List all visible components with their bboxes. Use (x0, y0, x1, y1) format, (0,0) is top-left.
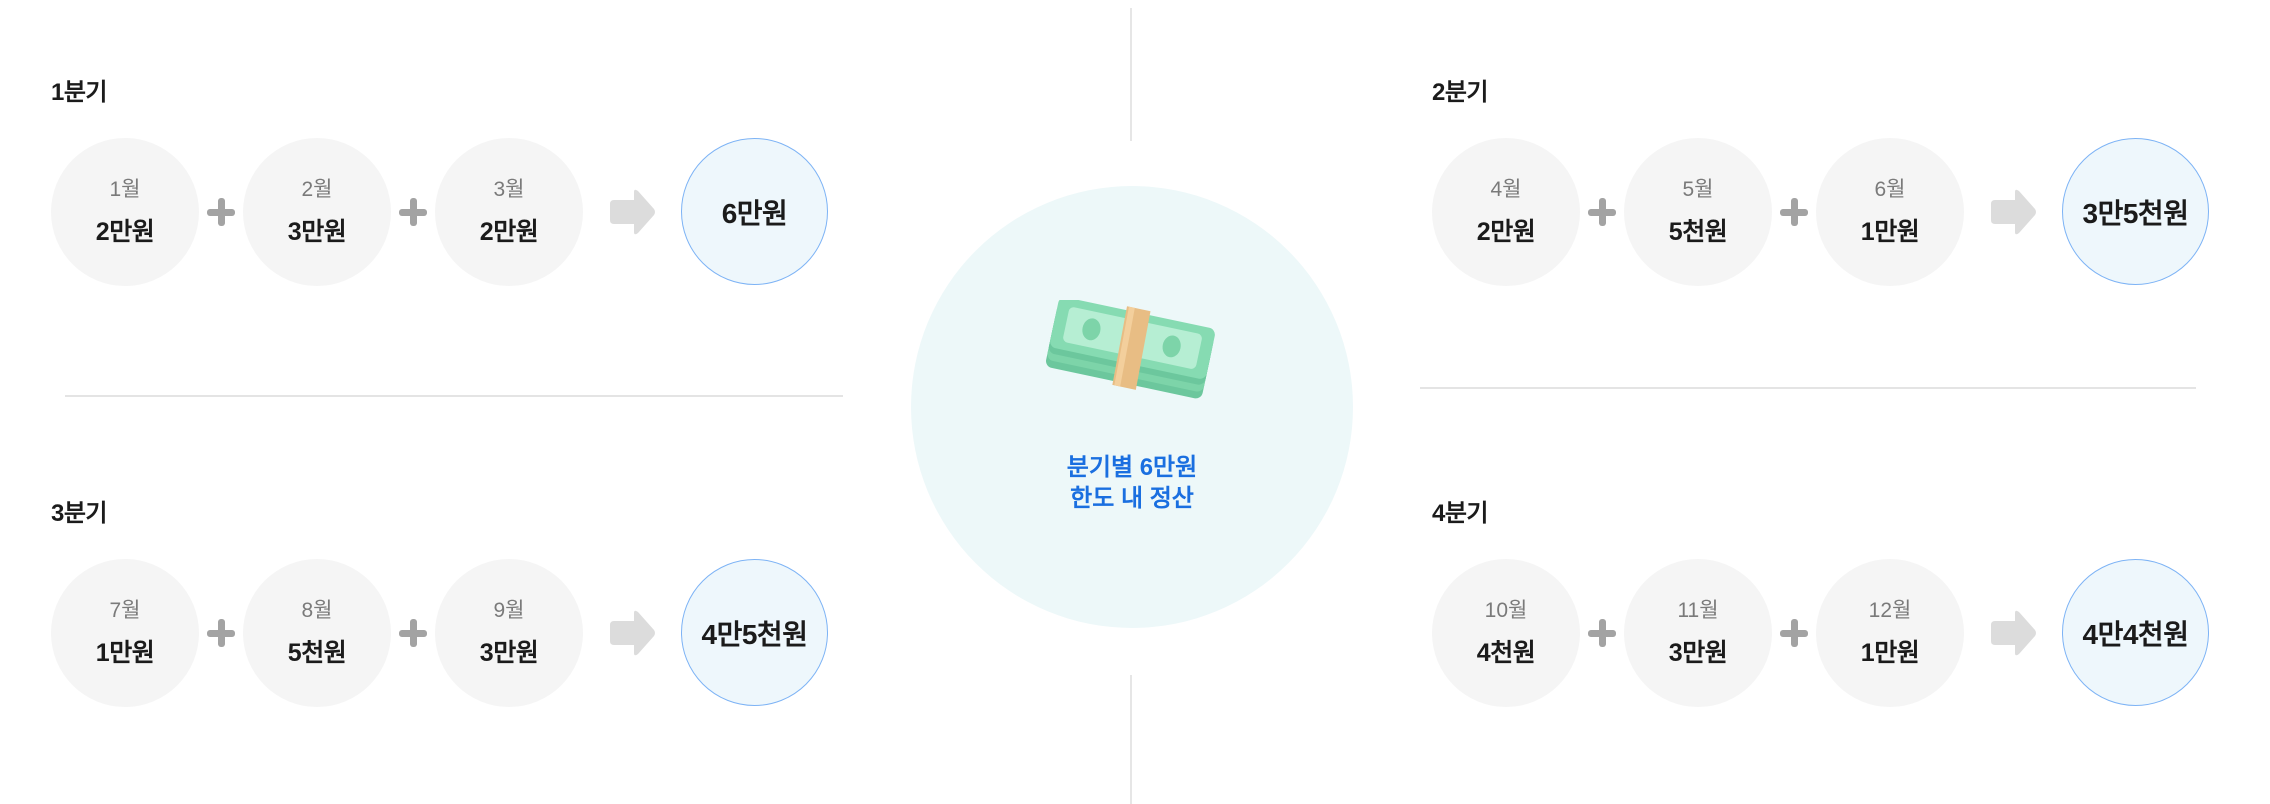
month-amount: 5천원 (287, 639, 347, 667)
plus-icon (399, 619, 427, 647)
divider-horizontal-right (1420, 387, 2196, 389)
month-label: 2월 (301, 178, 333, 201)
month-circle: 1월 2만원 (51, 138, 199, 286)
quarter-total-circle: 4만5천원 (681, 559, 828, 706)
center-summary-circle (911, 186, 1353, 628)
month-circle: 11월 3만원 (1624, 559, 1772, 707)
month-circle: 12월 1만원 (1816, 559, 1964, 707)
month-label: 4월 (1490, 178, 1522, 201)
month-circle: 5월 5천원 (1624, 138, 1772, 286)
month-circle: 10월 4천원 (1432, 559, 1580, 707)
month-label: 1월 (109, 178, 141, 201)
month-amount: 1만원 (95, 639, 155, 667)
month-amount: 2만원 (95, 218, 155, 246)
month-amount: 2만원 (1476, 218, 1536, 246)
plus-icon (1780, 619, 1808, 647)
quarter-title: 2분기 (1432, 79, 1489, 106)
month-label: 6월 (1874, 178, 1906, 201)
month-amount: 5천원 (1668, 218, 1728, 246)
arrow-right-icon (610, 610, 655, 656)
plus-icon (207, 198, 235, 226)
month-circle: 7월 1만원 (51, 559, 199, 707)
quarter-total-circle: 6만원 (681, 138, 828, 285)
month-label: 7월 (109, 599, 141, 622)
plus-icon (1780, 198, 1808, 226)
divider-horizontal-left (65, 395, 843, 397)
arrow-right-icon (1991, 610, 2036, 656)
month-circle: 4월 2만원 (1432, 138, 1580, 286)
divider-vertical-top (1130, 8, 1132, 141)
money-stack-icon (1046, 300, 1215, 399)
quarter-title: 3분기 (51, 500, 108, 527)
center-text-line2: 한도 내 정산 (1070, 485, 1194, 512)
plus-icon (1588, 619, 1616, 647)
quarter-title: 4분기 (1432, 500, 1489, 527)
month-label: 10월 (1484, 599, 1528, 622)
month-amount: 3만원 (1668, 639, 1728, 667)
month-label: 5월 (1682, 178, 1714, 201)
quarter-total: 6만원 (721, 197, 788, 229)
quarter-total-circle: 3만5천원 (2062, 138, 2209, 285)
plus-icon (207, 619, 235, 647)
arrow-right-icon (610, 189, 655, 235)
month-label: 8월 (301, 599, 333, 622)
quarter-total: 3만5천원 (2082, 197, 2189, 229)
month-amount: 2만원 (479, 218, 539, 246)
month-amount: 3만원 (287, 218, 347, 246)
month-label: 9월 (493, 599, 525, 622)
month-circle: 3월 2만원 (435, 138, 583, 286)
month-circle: 6월 1만원 (1816, 138, 1964, 286)
divider-vertical-bottom (1130, 675, 1132, 804)
plus-icon (399, 198, 427, 226)
month-amount: 3만원 (479, 639, 539, 667)
quarter-total-circle: 4만4천원 (2062, 559, 2209, 706)
quarter-total: 4만5천원 (701, 618, 808, 650)
month-circle: 8월 5천원 (243, 559, 391, 707)
month-circle: 9월 3만원 (435, 559, 583, 707)
month-amount: 1만원 (1860, 218, 1920, 246)
month-label: 3월 (493, 178, 525, 201)
center-text-line1: 분기별 6만원 (1066, 454, 1198, 481)
month-circle: 2월 3만원 (243, 138, 391, 286)
quarter-total: 4만4천원 (2082, 618, 2189, 650)
month-label: 12월 (1868, 599, 1912, 622)
month-amount: 4천원 (1476, 639, 1536, 667)
month-amount: 1만원 (1860, 639, 1920, 667)
quarter-title: 1분기 (51, 79, 108, 106)
month-label: 11월 (1677, 599, 1719, 622)
arrow-right-icon (1991, 189, 2036, 235)
plus-icon (1588, 198, 1616, 226)
